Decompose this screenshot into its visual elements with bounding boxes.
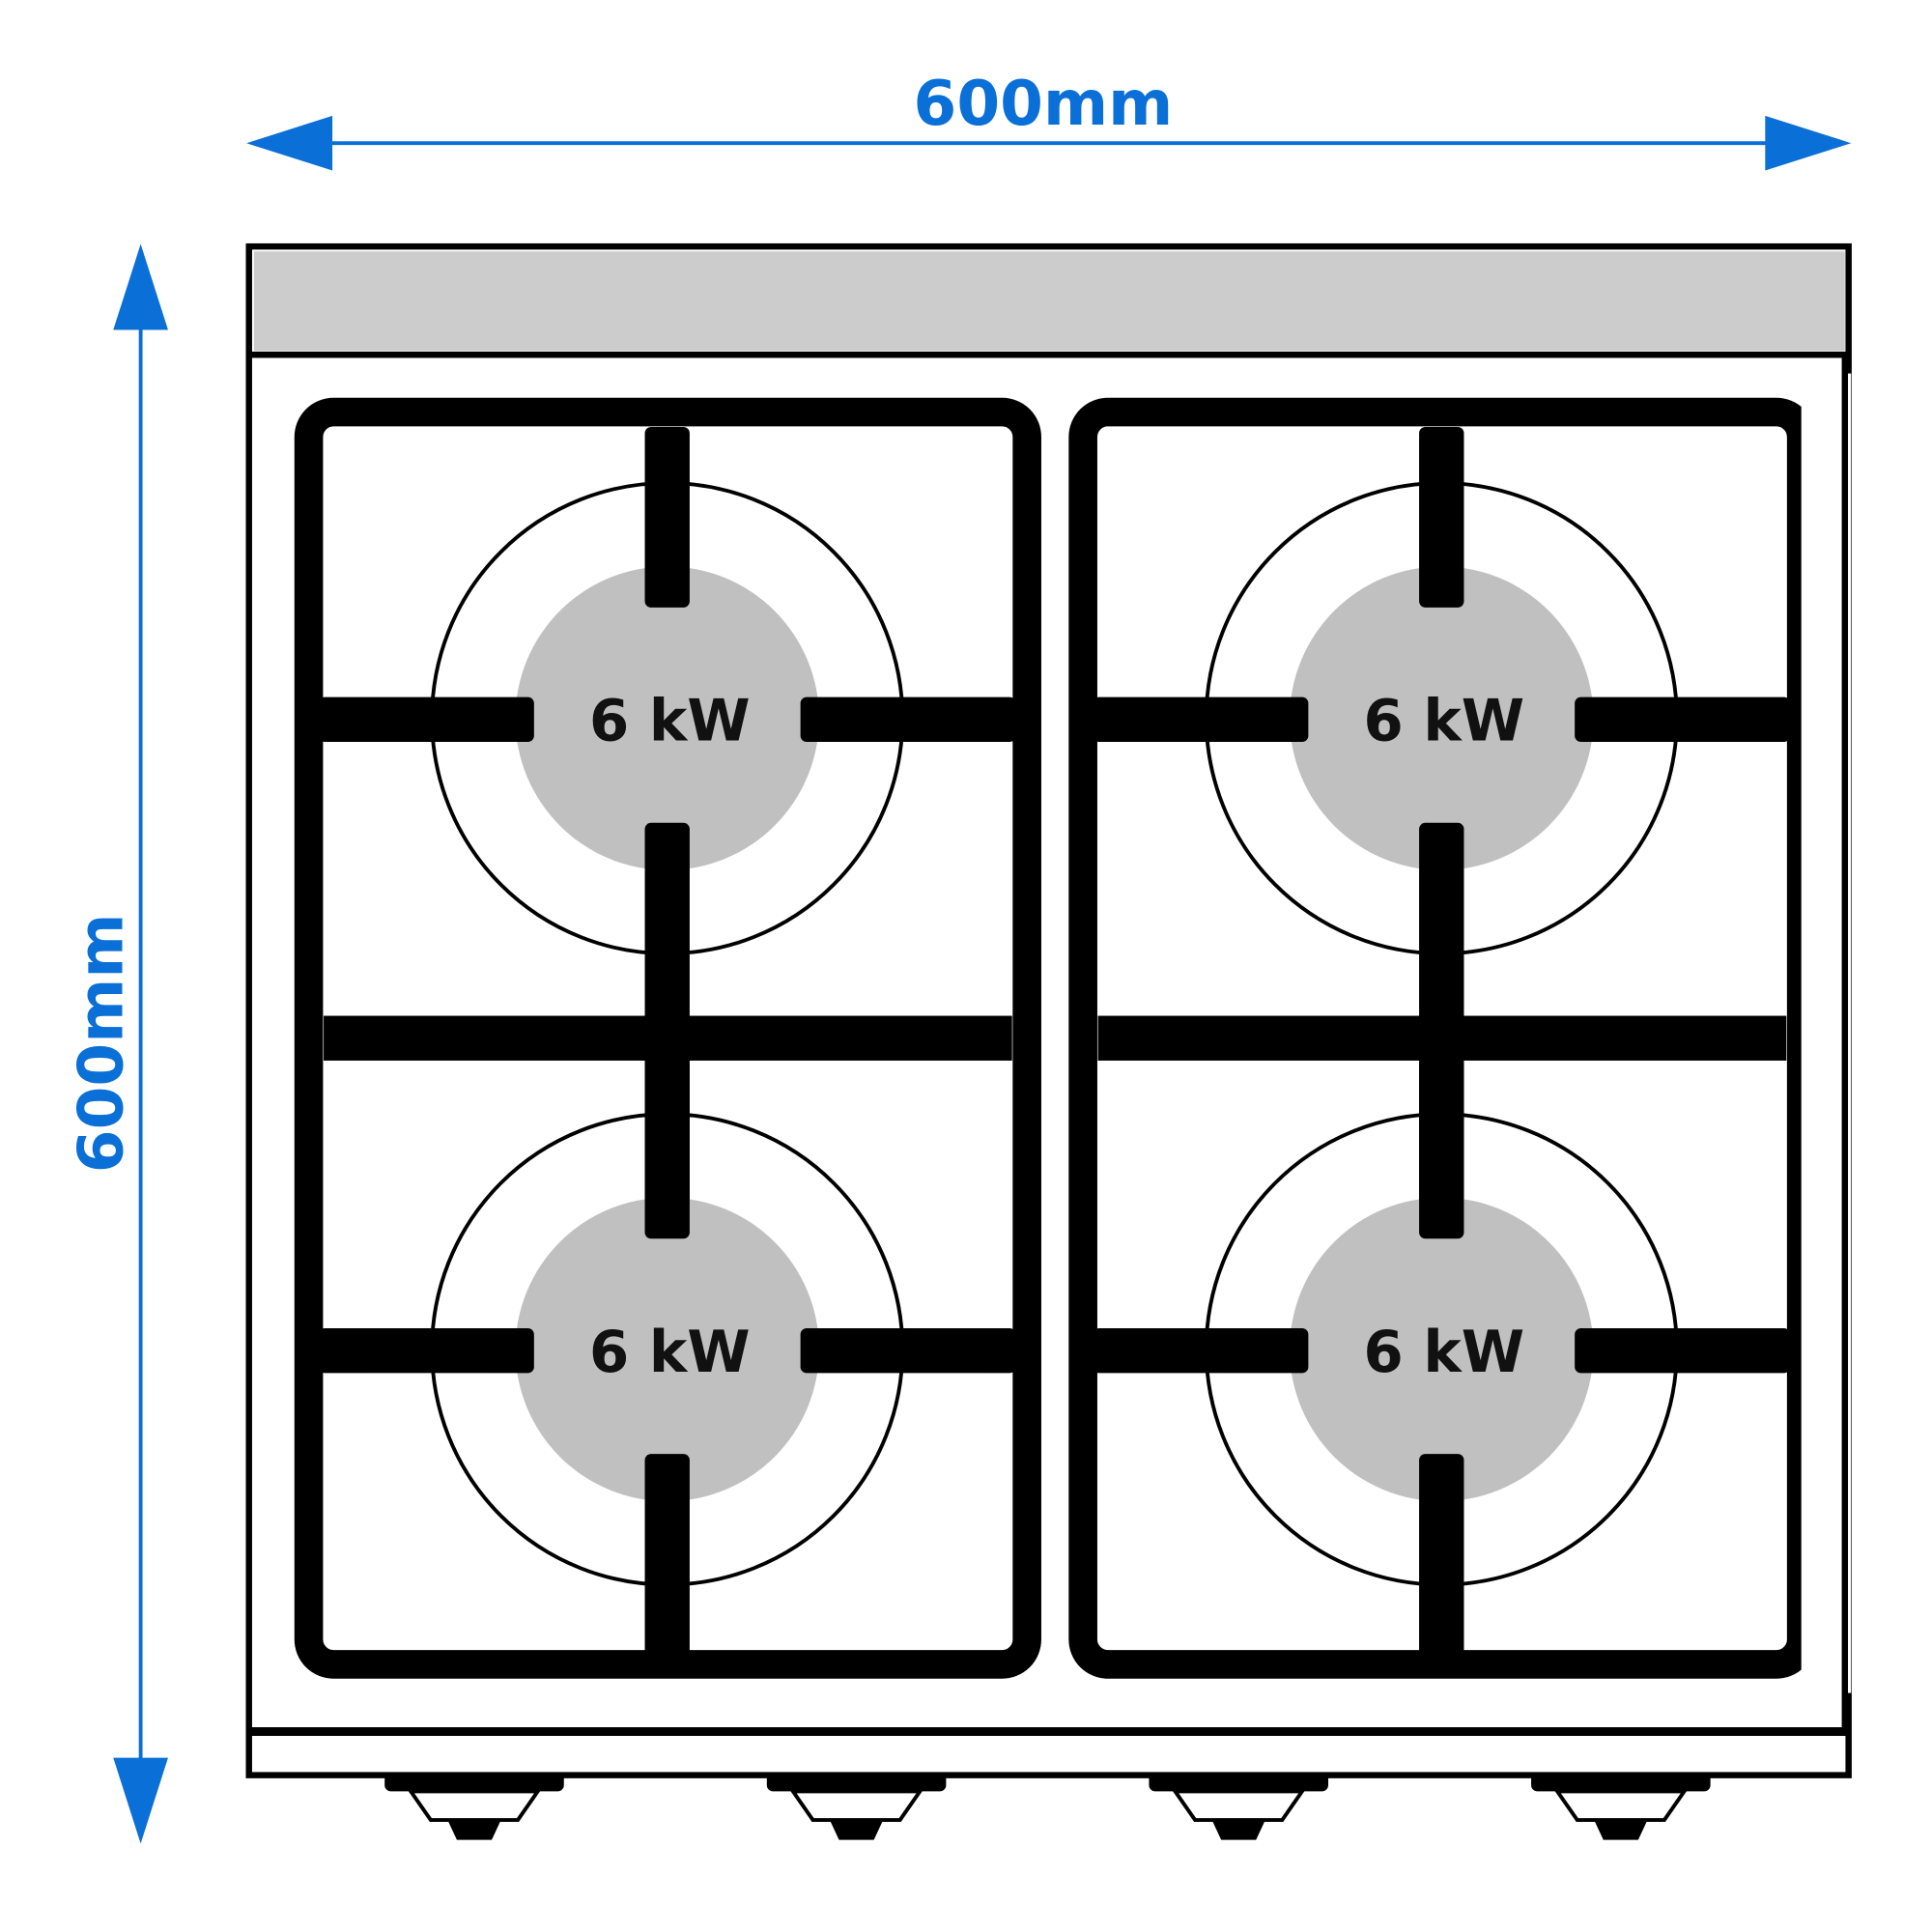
burner: 6 kW	[318, 1058, 1016, 1666]
burner: 6 kW	[1093, 1058, 1791, 1666]
control-knob[interactable]	[1149, 1773, 1328, 1840]
width-label: 600mm	[914, 68, 1174, 140]
burner-power-label: 6 kW	[589, 1319, 751, 1385]
burner-power-label: 6 kW	[1364, 1319, 1525, 1385]
control-knob[interactable]	[384, 1773, 564, 1840]
width-dimension: 600mm	[246, 68, 1852, 171]
grate-prong	[800, 696, 1016, 743]
cooktop-body	[245, 242, 1852, 1778]
grate-prong	[644, 1454, 690, 1666]
top-strip	[253, 251, 1845, 352]
burner-cap	[1290, 566, 1594, 870]
depth-dimension: 600mm	[65, 243, 168, 1844]
burner-cap	[515, 566, 819, 870]
grate-prong	[800, 1328, 1016, 1374]
grate-prong	[318, 696, 534, 743]
arrow-up-icon	[113, 243, 168, 330]
depth-label: 600mm	[65, 914, 137, 1174]
grate-prong	[644, 1058, 690, 1239]
burner-cap	[1290, 1197, 1594, 1502]
grate-prong	[318, 1328, 534, 1374]
burner-cap	[515, 1197, 819, 1502]
grate-prong	[1419, 1058, 1464, 1239]
arrow-down-icon	[113, 1757, 168, 1844]
arrow-left-icon	[246, 115, 333, 171]
grate-prong	[644, 427, 690, 608]
grate-prong	[1419, 1454, 1464, 1666]
burner-power-label: 6 kW	[1364, 688, 1525, 754]
control-knobs	[384, 1773, 1711, 1840]
control-knob[interactable]	[766, 1773, 947, 1840]
burners: 6 kW 6 kW 6 kW 6 kW	[318, 427, 1791, 1666]
control-knob[interactable]	[1531, 1773, 1711, 1840]
grate-prong	[1575, 696, 1791, 743]
burner: 6 kW	[1093, 427, 1791, 1239]
grate-prong	[1575, 1328, 1791, 1374]
grate-prong	[1093, 1328, 1309, 1374]
arrow-right-icon	[1765, 115, 1852, 171]
grate-prong	[1093, 696, 1309, 743]
burner-power-label: 6 kW	[589, 688, 751, 754]
grate-prong	[1419, 427, 1464, 608]
